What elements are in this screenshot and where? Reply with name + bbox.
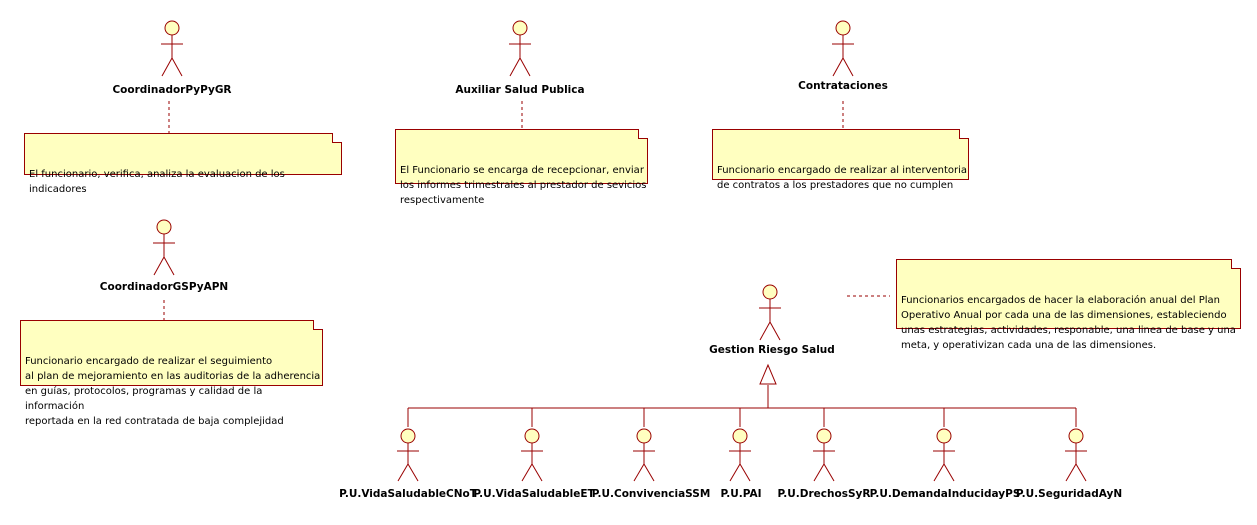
actor-figure-icon [521, 428, 543, 482]
note-fold-icon [313, 320, 323, 330]
actor-label: P.U.DrechosSyR [778, 488, 871, 500]
actor-pu-vida-saludable-et [521, 428, 543, 482]
actor-figure-icon [933, 428, 955, 482]
actor-label: CoordinadorPyPyGR [112, 84, 231, 96]
note-gestion-riesgo-salud: Funcionarios encargados de hacer la elab… [896, 259, 1241, 351]
note-fold-icon [959, 129, 969, 139]
note-fold-icon [638, 129, 648, 139]
note-fold-icon [332, 133, 342, 143]
actor-pu-demanda-inducida-ps [933, 428, 955, 482]
actor-label: Contrataciones [798, 80, 888, 92]
actor-label: P.U.VidaSaludableCNoT [339, 488, 478, 500]
actor-coordinador-gspyapn [153, 219, 175, 276]
actor-figure-icon [813, 428, 835, 482]
note-fold-icon [1231, 259, 1241, 269]
actor-label: P.U.DemandaInducidayPS [870, 488, 1021, 500]
note-contrataciones: Funcionario encargado de realizar al int… [712, 129, 969, 191]
actor-figure-icon [509, 20, 531, 77]
note-coordinador-gspyapn: Funcionario encargado de realizar el seg… [20, 320, 323, 427]
actor-figure-icon [1065, 428, 1087, 482]
actor-pu-drechos-syr [813, 428, 835, 482]
actor-contrataciones [832, 20, 854, 77]
actor-figure-icon [832, 20, 854, 77]
actor-figure-icon [153, 219, 175, 276]
actor-figure-icon [759, 284, 781, 341]
actor-auxiliar-salud-publica [509, 20, 531, 77]
note-text: El Funcionario se encarga de recepcionar… [400, 165, 647, 206]
actor-label: P.U.VidaSaludableET [473, 488, 595, 500]
actor-label: CoordinadorGSPyAPN [100, 281, 228, 293]
note-text: Funcionario encargado de realizar el seg… [25, 356, 321, 427]
generalization-arrowhead [759, 363, 777, 385]
note-text: Funcionarios encargados de hacer la elab… [901, 295, 1236, 351]
note-coordinador-pypygr: El funcionario, verifica, analiza la eva… [24, 133, 342, 195]
actor-figure-icon [633, 428, 655, 482]
actor-pu-vida-saludable-cnot [397, 428, 419, 482]
actor-coordinador-pypygr [161, 20, 183, 77]
actor-pu-pai [729, 428, 751, 482]
actor-pu-seguridad-ayn [1065, 428, 1087, 482]
actor-figure-icon [397, 428, 419, 482]
note-text: Funcionario encargado de realizar al int… [717, 165, 968, 191]
actor-label: P.U.PAI [720, 488, 761, 500]
actor-pu-convivencia-ssm [633, 428, 655, 482]
actor-label: P.U.ConvivenciaSSM [592, 488, 711, 500]
actor-figure-icon [161, 20, 183, 77]
actor-gestion-riesgo-salud [759, 284, 781, 341]
actor-label: Gestion Riesgo Salud [709, 344, 835, 356]
connectors [163, 101, 1077, 427]
actor-figure-icon [729, 428, 751, 482]
note-auxiliar-salud-publica: El Funcionario se encarga de recepcionar… [395, 129, 648, 206]
note-text: El funcionario, verifica, analiza la eva… [29, 169, 285, 195]
actor-label: P.U.SeguridadAyN [1016, 488, 1122, 500]
actor-label: Auxiliar Salud Publica [455, 84, 584, 96]
